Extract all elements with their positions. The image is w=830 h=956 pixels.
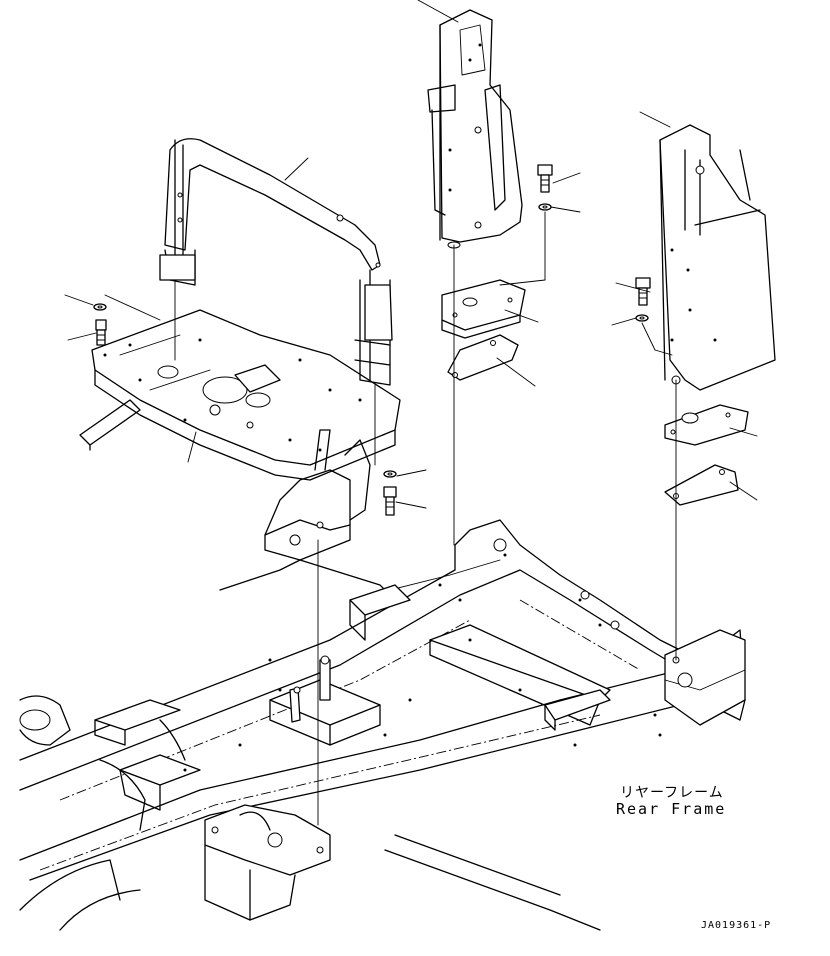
cab-support-platform: [79, 309, 401, 561]
right-column: [659, 124, 776, 506]
drawing-code: JA019361-P: [701, 920, 772, 931]
rear-frame-label-japanese: リヤーフレーム: [620, 785, 724, 801]
rear-frame-label-english: Rear Frame: [616, 800, 727, 818]
center-column: [427, 9, 526, 381]
leader-lines: [64, 0, 758, 509]
rear-frame: [19, 519, 746, 931]
arch-frame: [159, 138, 393, 386]
assembly-lines: [104, 211, 677, 826]
bolts-and-washers: [93, 164, 651, 516]
